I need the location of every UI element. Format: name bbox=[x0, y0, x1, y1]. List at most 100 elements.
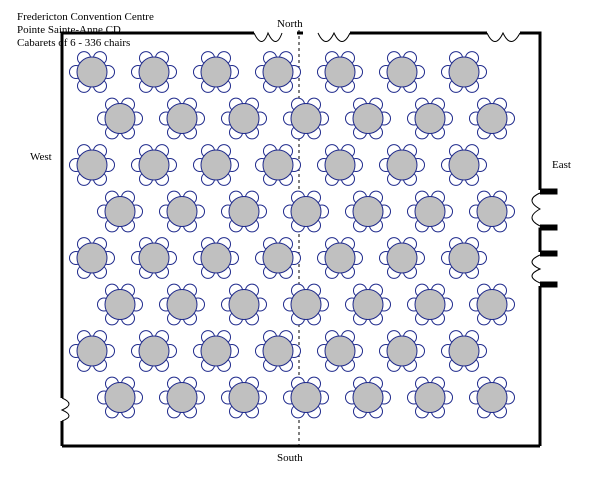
cabaret-table bbox=[159, 283, 205, 326]
round-table bbox=[352, 196, 384, 227]
cabaret-table bbox=[97, 283, 143, 326]
round-table bbox=[448, 149, 480, 181]
round-table bbox=[228, 196, 260, 227]
cabaret-table bbox=[283, 376, 329, 419]
round-table bbox=[324, 56, 356, 88]
round-table bbox=[448, 335, 480, 367]
cabaret-table bbox=[193, 144, 239, 186]
wall-east-stub-1 bbox=[540, 188, 558, 195]
cabaret-table bbox=[345, 283, 391, 326]
round-table bbox=[76, 242, 108, 274]
round-table bbox=[476, 382, 508, 413]
cabaret-table bbox=[69, 51, 115, 93]
round-table bbox=[262, 242, 294, 274]
cabaret-table bbox=[255, 237, 301, 279]
wall-east bbox=[538, 224, 558, 446]
cabaret-table bbox=[97, 97, 143, 140]
cabaret-table bbox=[193, 51, 239, 93]
round-table bbox=[200, 242, 232, 274]
round-table bbox=[104, 196, 136, 227]
cabaret-table bbox=[379, 144, 425, 186]
round-table bbox=[324, 335, 356, 367]
round-table bbox=[228, 289, 260, 320]
round-table bbox=[352, 103, 384, 134]
round-table bbox=[166, 196, 198, 227]
round-table bbox=[476, 196, 508, 227]
round-table bbox=[414, 103, 446, 134]
round-table bbox=[262, 56, 294, 88]
round-table bbox=[386, 335, 418, 367]
north-label: North bbox=[277, 18, 303, 30]
round-table bbox=[352, 382, 384, 413]
door-east-1 bbox=[531, 192, 542, 227]
cabaret-table bbox=[131, 51, 177, 93]
door-east-2 bbox=[531, 254, 542, 284]
cabaret-table bbox=[221, 376, 267, 419]
round-table bbox=[104, 382, 136, 413]
round-table bbox=[386, 242, 418, 274]
round-table bbox=[262, 335, 294, 367]
cabaret-table bbox=[469, 190, 515, 233]
cabaret-table bbox=[255, 330, 301, 372]
wall-north bbox=[60, 31, 542, 446]
cabaret-tables bbox=[69, 51, 515, 419]
door-north-1 bbox=[253, 31, 283, 42]
cabaret-table bbox=[441, 237, 487, 279]
round-table bbox=[476, 289, 508, 320]
cabaret-table bbox=[69, 237, 115, 279]
cabaret-table bbox=[469, 376, 515, 419]
round-table bbox=[166, 382, 198, 413]
cabaret-table bbox=[283, 97, 329, 140]
round-table bbox=[138, 335, 170, 367]
cabaret-table bbox=[345, 97, 391, 140]
cabaret-table bbox=[283, 283, 329, 326]
cabaret-table bbox=[407, 376, 453, 419]
round-table bbox=[166, 289, 198, 320]
round-table bbox=[290, 289, 322, 320]
cabaret-table bbox=[69, 144, 115, 186]
cabaret-table bbox=[379, 51, 425, 93]
round-table bbox=[228, 103, 260, 134]
cabaret-table bbox=[159, 97, 205, 140]
cabaret-table bbox=[379, 237, 425, 279]
cabaret-table bbox=[317, 51, 363, 93]
cabaret-table bbox=[441, 330, 487, 372]
door-north-3 bbox=[486, 31, 521, 42]
round-table bbox=[448, 56, 480, 88]
venue-name: Fredericton Convention Centre bbox=[17, 11, 154, 23]
round-table bbox=[200, 335, 232, 367]
cabaret-table bbox=[131, 330, 177, 372]
round-table bbox=[386, 56, 418, 88]
round-table bbox=[200, 56, 232, 88]
cabaret-table bbox=[283, 190, 329, 233]
cabaret-table bbox=[317, 144, 363, 186]
cabaret-table bbox=[193, 330, 239, 372]
cabaret-table bbox=[469, 97, 515, 140]
round-table bbox=[386, 149, 418, 181]
round-table bbox=[414, 289, 446, 320]
south-label: South bbox=[277, 452, 303, 464]
wall-east-stub-3 bbox=[540, 281, 558, 288]
round-table bbox=[104, 289, 136, 320]
round-table bbox=[414, 382, 446, 413]
cabaret-table bbox=[407, 283, 453, 326]
round-table bbox=[76, 56, 108, 88]
cabaret-table bbox=[255, 144, 301, 186]
round-table bbox=[324, 242, 356, 274]
cabaret-table bbox=[97, 376, 143, 419]
door-west-1 bbox=[60, 397, 70, 422]
west-label: West bbox=[30, 151, 52, 163]
cabaret-table bbox=[221, 97, 267, 140]
round-table bbox=[200, 149, 232, 181]
cabaret-table bbox=[221, 190, 267, 233]
cabaret-table bbox=[317, 330, 363, 372]
cabaret-table bbox=[345, 376, 391, 419]
door-north-2 bbox=[317, 31, 351, 42]
round-table bbox=[228, 382, 260, 413]
cabaret-table bbox=[159, 376, 205, 419]
east-label: East bbox=[552, 159, 571, 171]
cabaret-table bbox=[221, 283, 267, 326]
room-walls bbox=[60, 30, 558, 448]
cabaret-table bbox=[131, 144, 177, 186]
cabaret-table bbox=[345, 190, 391, 233]
